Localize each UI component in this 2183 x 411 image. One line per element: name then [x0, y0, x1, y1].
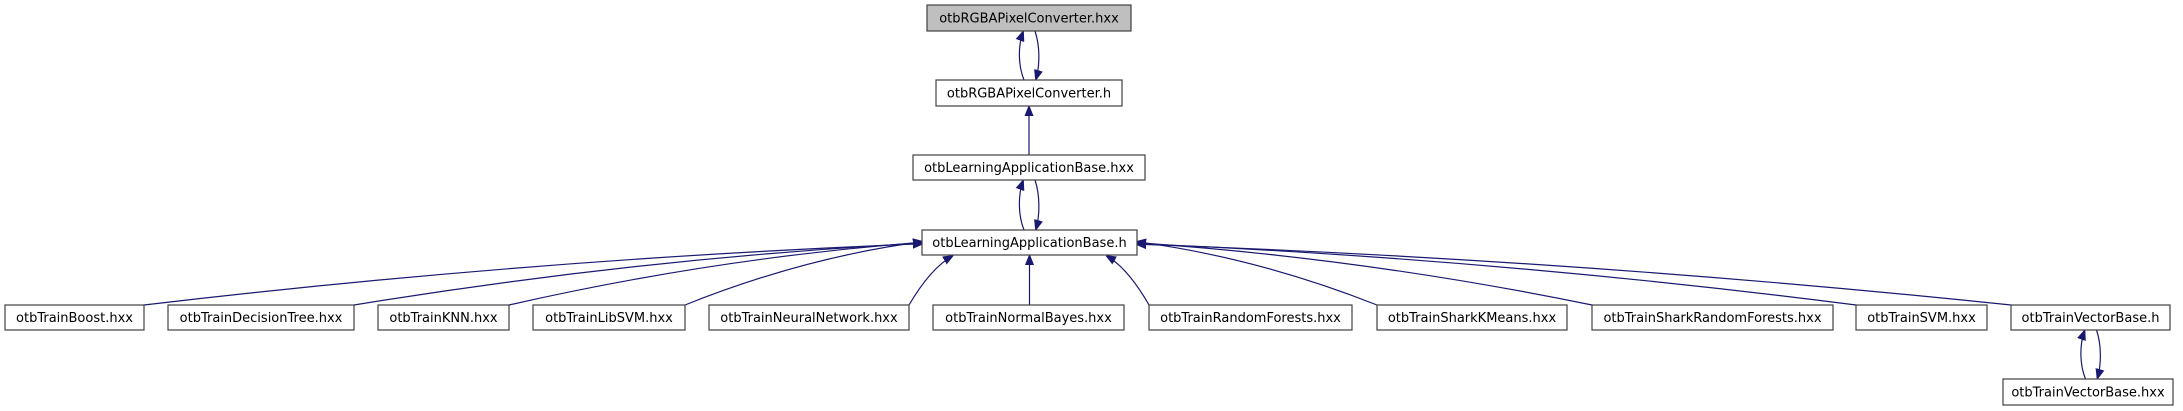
node-dtree[interactable]: otbTrainDecisionTree.hxx [167, 304, 355, 331]
edge-nn-to-lab-h [908, 256, 952, 306]
node-label: otbTrainSharkKMeans.hxx [1388, 311, 1557, 326]
node-box [912, 154, 1146, 181]
node-box [1376, 304, 1568, 331]
node-lab-h[interactable]: otbLearningApplicationBase.h [921, 229, 1138, 256]
edge-libsvm-to-lab-h [684, 242, 922, 306]
edge-vb-h-to-vb-hxx [2097, 329, 2101, 378]
edge-vb-hxx-to-vb-h [2081, 331, 2087, 380]
edge-srf-to-lab-h [1137, 243, 1593, 306]
edge [1019, 181, 1025, 231]
edge [1137, 242, 1378, 306]
edge-vb-h-to-lab-h [1137, 244, 2012, 306]
nodes-layer: otbRGBAPixelConverter.hxx otbRGBAPixelCon… [4, 4, 2174, 406]
node-boost[interactable]: otbTrainBoost.hxx [4, 304, 145, 331]
edge [1107, 256, 1150, 306]
node-label: otbTrainRandomForests.hxx [1160, 311, 1341, 326]
edge [1137, 244, 1857, 306]
node-svm[interactable]: otbTrainSVM.hxx [1855, 304, 1988, 331]
node-box [932, 304, 1125, 331]
node-label: otbTrainKNN.hxx [389, 311, 498, 326]
edge [2081, 331, 2087, 380]
edge-svm-to-lab-h [1137, 244, 1857, 306]
node-lab-hxx[interactable]: otbLearningApplicationBase.hxx [912, 154, 1146, 181]
node-vb-h[interactable]: otbTrainVectorBase.h [2010, 304, 2171, 331]
edge-rgba-hxx-to-rgba-h [1035, 30, 1039, 79]
edge-rf-to-lab-h [1107, 256, 1150, 306]
edge [1019, 32, 1025, 81]
edge [508, 242, 922, 306]
node-box [1591, 304, 1834, 331]
node-knn[interactable]: otbTrainKNN.hxx [377, 304, 510, 331]
edge [908, 256, 952, 306]
node-box [708, 304, 910, 331]
node-box [926, 4, 1132, 32]
edge [143, 244, 922, 306]
node-nbayes[interactable]: otbTrainNormalBayes.hxx [932, 304, 1125, 331]
node-label: otbTrainVectorBase.h [2022, 311, 2160, 326]
node-label: otbTrainVectorBase.hxx [2011, 386, 2165, 401]
node-label: otbLearningApplicationBase.hxx [924, 161, 1134, 176]
node-box [1148, 304, 1353, 331]
edge [2097, 329, 2101, 378]
node-rf[interactable]: otbTrainRandomForests.hxx [1148, 304, 1353, 331]
node-box [4, 304, 145, 331]
node-label: otbTrainSVM.hxx [1867, 311, 1976, 326]
node-rgba-hxx: otbRGBAPixelConverter.hxx [926, 4, 1132, 32]
node-label: otbLearningApplicationBase.h [932, 236, 1126, 251]
node-rgba-h[interactable]: otbRGBAPixelConverter.h [935, 79, 1123, 107]
node-srf[interactable]: otbTrainSharkRandomForests.hxx [1591, 304, 1834, 331]
node-box [2010, 304, 2171, 331]
node-box [935, 79, 1123, 107]
edge [1137, 243, 1593, 306]
node-nn[interactable]: otbTrainNeuralNetwork.hxx [708, 304, 910, 331]
node-label: otbRGBAPixelConverter.h [947, 87, 1111, 102]
node-box [377, 304, 510, 331]
node-label: otbTrainSharkRandomForests.hxx [1603, 311, 1821, 326]
node-label: otbTrainNeuralNetwork.hxx [720, 311, 898, 326]
edge-dtree-to-lab-h [353, 243, 922, 306]
edge [353, 243, 922, 306]
edge-rgba-h-to-rgba-hxx [1019, 32, 1025, 81]
edge [1035, 179, 1039, 229]
edges-layer [143, 30, 2101, 380]
node-libsvm[interactable]: otbTrainLibSVM.hxx [532, 304, 686, 331]
node-label: otbTrainNormalBayes.hxx [945, 311, 1112, 326]
node-label: otbTrainDecisionTree.hxx [180, 311, 343, 326]
edge [1035, 30, 1039, 79]
node-skm[interactable]: otbTrainSharkKMeans.hxx [1376, 304, 1568, 331]
node-box [1855, 304, 1988, 331]
node-box [2002, 378, 2174, 406]
edge-boost-to-lab-h [143, 244, 922, 306]
node-box [167, 304, 355, 331]
node-vb-hxx[interactable]: otbTrainVectorBase.hxx [2002, 378, 2174, 406]
node-label: otbRGBAPixelConverter.hxx [939, 12, 1119, 27]
node-box [532, 304, 686, 331]
edge-skm-to-lab-h [1137, 242, 1378, 306]
edge [684, 242, 922, 306]
edge [1137, 244, 2012, 306]
node-label: otbTrainBoost.hxx [16, 311, 133, 326]
edge-lab-hxx-to-lab-h [1035, 179, 1039, 229]
node-label: otbTrainLibSVM.hxx [545, 311, 673, 326]
edge-lab-h-to-lab-hxx [1019, 181, 1025, 231]
edge-knn-to-lab-h [508, 242, 922, 306]
node-box [921, 229, 1138, 256]
